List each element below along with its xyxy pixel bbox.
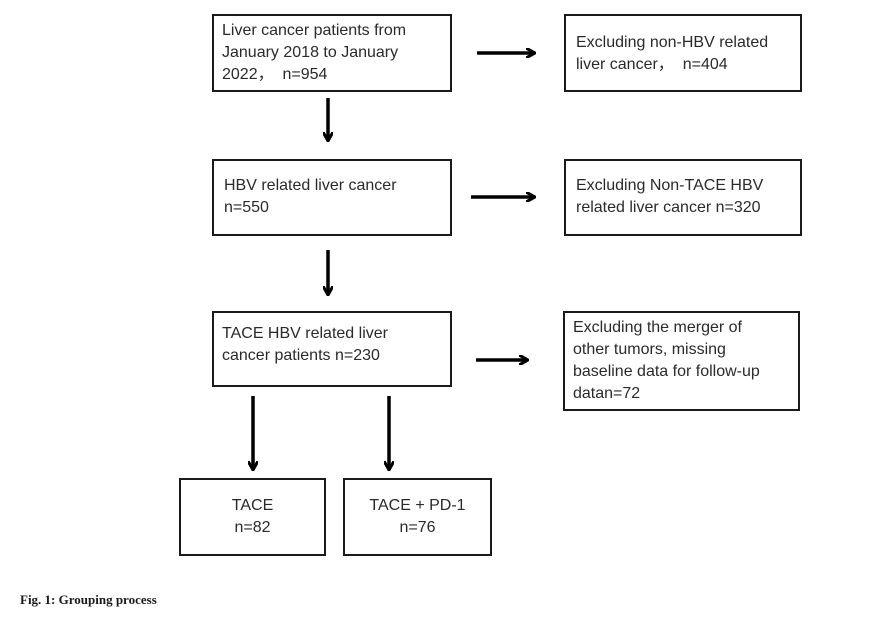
patients-box: Liver cancer patients from January 2018 … (212, 14, 452, 92)
excluded-merger-box: Excluding the merger of other tumors, mi… (563, 311, 800, 411)
hbv-related-box: HBV related liver cancer n=550 (212, 159, 452, 236)
tace-hbv-line: cancer patients n=230 (222, 347, 380, 364)
flowchart-arrows (0, 0, 889, 580)
excluded-non-tace-box: Excluding Non-TACE HBV related liver can… (564, 159, 802, 236)
group-tace-pd1-box: TACE + PD-1 n=76 (343, 478, 492, 556)
group-tace-pd1-line: n=76 (399, 519, 436, 536)
excluded-merger-line: baseline data for follow-up (573, 363, 760, 380)
group-tace-line: TACE (231, 497, 274, 514)
excluded-merger-line: datan=72 (573, 385, 641, 402)
group-tace-box: TACE n=82 (179, 478, 326, 556)
group-tace-pd1-line: TACE + PD-1 (369, 497, 466, 514)
excluded-merger-line: Excluding the merger of (573, 319, 742, 336)
patients-line: January 2018 to January (222, 44, 399, 61)
excluded-merger-line: other tumors, missing (573, 341, 726, 358)
flowchart: Liver cancer patients from January 2018 … (0, 0, 889, 580)
figure-caption: Fig. 1: Grouping process (20, 592, 157, 607)
tace-hbv-line: TACE HBV related liver (222, 325, 388, 342)
patients-line: Liver cancer patients from (222, 22, 407, 39)
excluded-non-hbv-line: Excluding non-HBV related (576, 34, 769, 51)
tace-hbv-box: TACE HBV related liver cancer patients n… (212, 311, 452, 387)
patients-line: 2022， n=954 (222, 66, 328, 83)
group-tace-line: n=82 (234, 519, 271, 536)
excluded-non-tace-line: related liver cancer n=320 (576, 199, 761, 216)
excluded-non-hbv-line: liver cancer， n=404 (576, 56, 728, 73)
excluded-non-tace-line: Excluding Non-TACE HBV (576, 177, 764, 194)
excluded-non-hbv-box: Excluding non-HBV related liver cancer， … (564, 14, 802, 92)
hbv-related-line: HBV related liver cancer (224, 177, 397, 194)
hbv-related-line: n=550 (224, 199, 269, 216)
